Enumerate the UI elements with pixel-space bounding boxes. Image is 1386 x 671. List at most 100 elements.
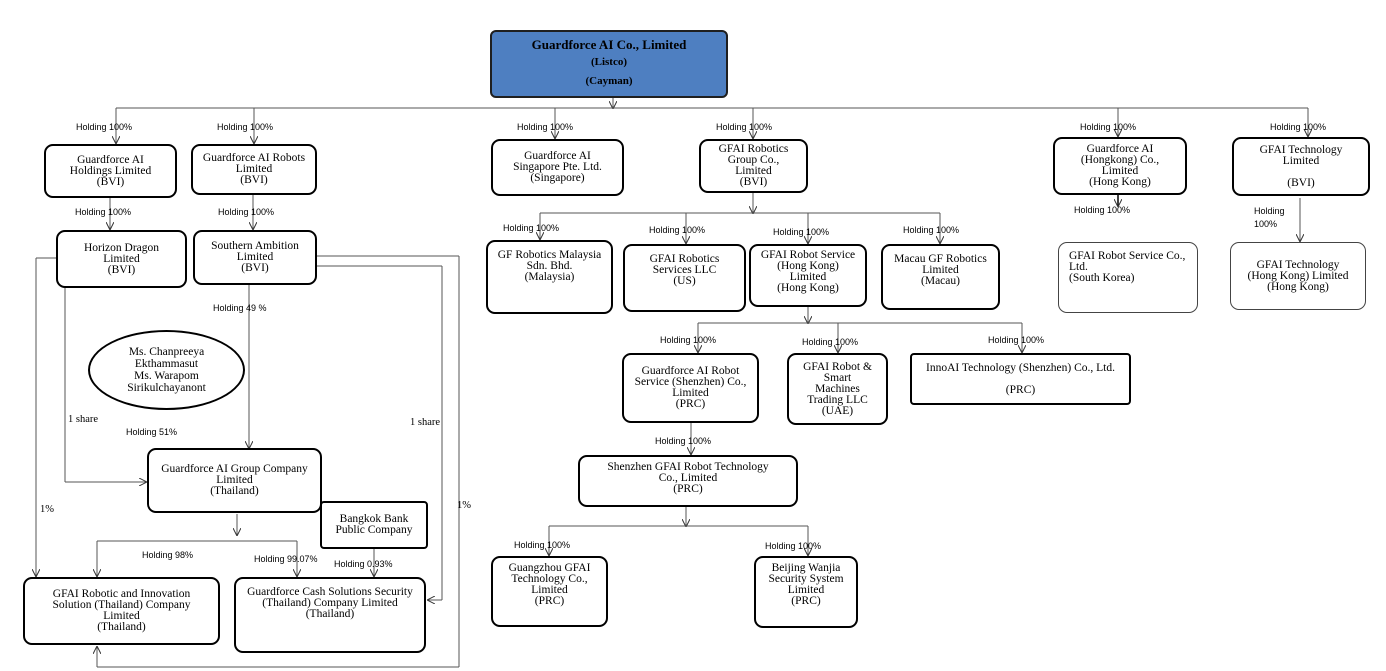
entity-line: Limited — [235, 163, 273, 175]
individual-line: Sirikulchayanont — [127, 382, 206, 394]
entity-line: GFAI Robotics — [649, 253, 720, 265]
entity-line: Ltd. — [1069, 261, 1088, 273]
entity-line: Guardforce AI — [1086, 143, 1154, 155]
holding-label: Holding 100% — [76, 122, 133, 132]
entity-line: Trading LLC — [807, 393, 868, 406]
entity-line: (Hong Kong) — [777, 282, 839, 294]
holding-label: Holding 100% — [802, 337, 859, 347]
entity-line: (PRC) — [1005, 384, 1036, 396]
entity-line: Limited — [103, 252, 140, 265]
entity-line: Guardforce AI Group Company — [161, 463, 308, 475]
entity-line: (Malaysia) — [524, 271, 575, 283]
holding-label: Holding 100% — [503, 223, 560, 233]
entity-line: Guardforce AI — [77, 153, 144, 166]
holding-label: Holding 100% — [1080, 122, 1137, 132]
listco-name: Guardforce AI Co., Limited — [531, 37, 687, 52]
entity-line: Beijing Wanjia — [771, 562, 841, 574]
entity-horizon-dragon: Horizon Dragon Limited (BVI) — [56, 230, 187, 288]
entity-line: Security System — [768, 573, 844, 585]
holding-label: Holding 100% — [660, 335, 717, 345]
entity-line: Guardforce AI Robot — [641, 365, 740, 377]
holding-label: Holding 100% — [514, 540, 571, 550]
entity-shenzhen-gfai-robot-technology: Shenzhen GFAI Robot Technology Co., Limi… — [578, 455, 798, 507]
entity-line: Singapore Pte. Ltd. — [513, 161, 602, 173]
entity-line: (Thailand) Company Limited — [262, 597, 398, 609]
entity-guardforce-ai-singapore: Guardforce AI Singapore Pte. Ltd. (Singa… — [491, 139, 624, 196]
entity-guardforce-ai-group-thailand: Guardforce AI Group Company Limited (Tha… — [147, 448, 322, 513]
entity-line: (PRC) — [673, 483, 703, 495]
individual-line: Ms. Warapom — [134, 370, 199, 382]
entity-line: GFAI Robot Service — [760, 249, 856, 261]
entity-line: GFAI Technology — [1259, 143, 1343, 156]
entity-line: (Singapore) — [530, 172, 585, 184]
entity-macau-gf-robotics: Macau GF Robotics Limited (Macau) — [881, 244, 1000, 310]
entity-line: (South Korea) — [1069, 272, 1135, 284]
entity-line: Machines — [815, 382, 860, 395]
entity-line: (Hong Kong) — [777, 260, 839, 272]
entity-guardforce-ai-robot-service-shenzhen: Guardforce AI Robot Service (Shenzhen) C… — [622, 353, 759, 423]
entity-line: (BVI) — [107, 263, 136, 276]
entity-line: Limited — [672, 387, 709, 399]
entity-line: Limited — [1282, 154, 1320, 167]
holding-label: Holding 100% — [517, 122, 574, 132]
entity-line: Solution (Thailand) Company — [52, 599, 191, 611]
entity-line: Limited — [236, 251, 274, 263]
holding-label: Holding 49 % — [213, 303, 267, 313]
holding-label: Holding 51% — [126, 427, 178, 437]
holding-label: Holding 100% — [765, 541, 822, 551]
entity-gfai-technology-hk: GFAI Technology (Hong Kong) Limited (Hon… — [1230, 242, 1366, 310]
holding-label: Holding 0.93% — [334, 559, 393, 569]
entity-gfai-robotics-group: GFAI Robotics Group Co., Limited (BVI) — [699, 139, 808, 193]
entity-line: InnoAI Technology (Shenzhen) Co., Ltd. — [925, 362, 1115, 374]
entity-line: Public Company — [335, 524, 413, 536]
entity-line: (Thailand) — [210, 485, 259, 497]
entity-line: (Macau) — [921, 275, 960, 287]
entity-line: (UAE) — [821, 404, 854, 417]
holding-label: 100% — [1254, 219, 1278, 229]
entity-line: Shenzhen GFAI Robot Technology — [607, 461, 769, 473]
entity-line: Holdings Limited — [69, 164, 152, 177]
entity-line: Limited — [922, 264, 959, 276]
entity-gfai-robot-service-hk: GFAI Robot Service (Hong Kong) Limited (… — [749, 244, 867, 307]
holding-label: Holding 100% — [649, 225, 706, 235]
entity-line: Limited — [735, 165, 772, 177]
entity-bangkok-bank: Bangkok Bank Public Company — [320, 501, 428, 549]
percent-label: 1% — [457, 500, 471, 511]
entity-line: (Hong Kong) — [1267, 280, 1329, 293]
holding-label: Holding 100% — [217, 122, 274, 132]
entity-innoai-technology: InnoAI Technology (Shenzhen) Co., Ltd. (… — [910, 353, 1131, 405]
individual-line: Ekthammasut — [134, 358, 199, 370]
entity-line: (BVI) — [240, 174, 268, 186]
holding-label: Holding 100% — [773, 227, 830, 237]
holding-label: Holding 100% — [1270, 122, 1327, 132]
entity-line: Guardforce Cash Solutions Security — [247, 586, 413, 598]
entity-gfai-robotic-innovation-thailand: GFAI Robotic and Innovation Solution (Th… — [23, 577, 220, 645]
entity-line: Limited — [789, 271, 827, 283]
entity-line: (Thailand) — [305, 608, 355, 620]
entity-southern-ambition: Southern Ambition Limited (BVI) — [193, 230, 317, 285]
entity-line: GF Robotics Malaysia — [497, 249, 602, 261]
entity-line: Southern Ambition — [211, 240, 299, 252]
entity-line: (Hong Kong) Limited — [1247, 269, 1349, 282]
entity-line: Limited — [531, 584, 568, 596]
entity-line: Guangzhou GFAI — [508, 562, 591, 574]
holding-label: Holding 100% — [903, 225, 960, 235]
entity-gfai-robotics-services-llc: GFAI Robotics Services LLC (US) — [623, 244, 746, 312]
entity-line: Limited — [1101, 165, 1139, 177]
holding-label: Holding — [1254, 206, 1285, 216]
entity-guardforce-cash-solutions: Guardforce Cash Solutions Security (Thai… — [234, 577, 426, 653]
entity-line: Macau GF Robotics — [894, 253, 987, 265]
entity-guangzhou-gfai-technology: Guangzhou GFAI Technology Co., Limited (… — [491, 556, 608, 627]
entity-line: (Hongkong) Co., — [1080, 154, 1160, 166]
entity-line: (PRC) — [534, 595, 565, 607]
entity-line: Guardforce AI Robots — [202, 152, 306, 164]
entity-line: GFAI Robot Service Co., — [1069, 250, 1186, 262]
holding-label: Holding 100% — [218, 207, 275, 217]
entity-gf-robotics-malaysia: GF Robotics Malaysia Sdn. Bhd. (Malaysia… — [486, 240, 613, 314]
entity-line: Technology Co., — [511, 573, 588, 585]
entity-line: (BVI) — [1287, 176, 1315, 189]
entity-line: Services LLC — [652, 264, 717, 276]
entity-line: GFAI Robotics — [718, 143, 789, 155]
holding-label: Holding 99.07% — [254, 554, 318, 564]
